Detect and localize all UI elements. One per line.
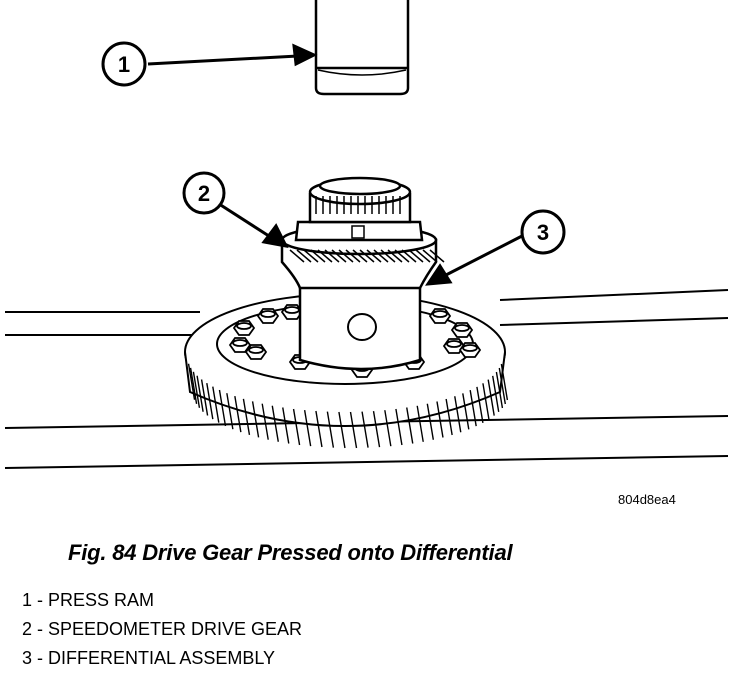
legend-item: 2 - SPEEDOMETER DRIVE GEAR <box>22 619 303 639</box>
diagram-illustration: 1 2 3 <box>4 0 729 469</box>
callout-1: 1 <box>101 41 147 87</box>
callout-3: 3 <box>520 209 566 255</box>
callout-3-number: 3 <box>537 220 549 245</box>
legend-item: 3 - DIFFERENTIAL ASSEMBLY <box>22 648 276 668</box>
callout-2: 2 <box>182 171 226 215</box>
callout-2-number: 2 <box>198 181 210 206</box>
callout-arrows <box>147 43 523 286</box>
differential-case <box>298 278 422 371</box>
press-ram <box>314 0 410 96</box>
legend-list: 1 - PRESS RAM 2 - SPEEDOMETER DRIVE GEAR… <box>22 586 302 673</box>
callout-1-number: 1 <box>118 52 130 77</box>
legend-item: 1 - PRESS RAM <box>22 590 155 610</box>
image-code: 804d8ea4 <box>618 492 676 507</box>
figure-caption: Fig. 84 Drive Gear Pressed onto Differen… <box>68 540 513 565</box>
bearing <box>294 176 424 242</box>
